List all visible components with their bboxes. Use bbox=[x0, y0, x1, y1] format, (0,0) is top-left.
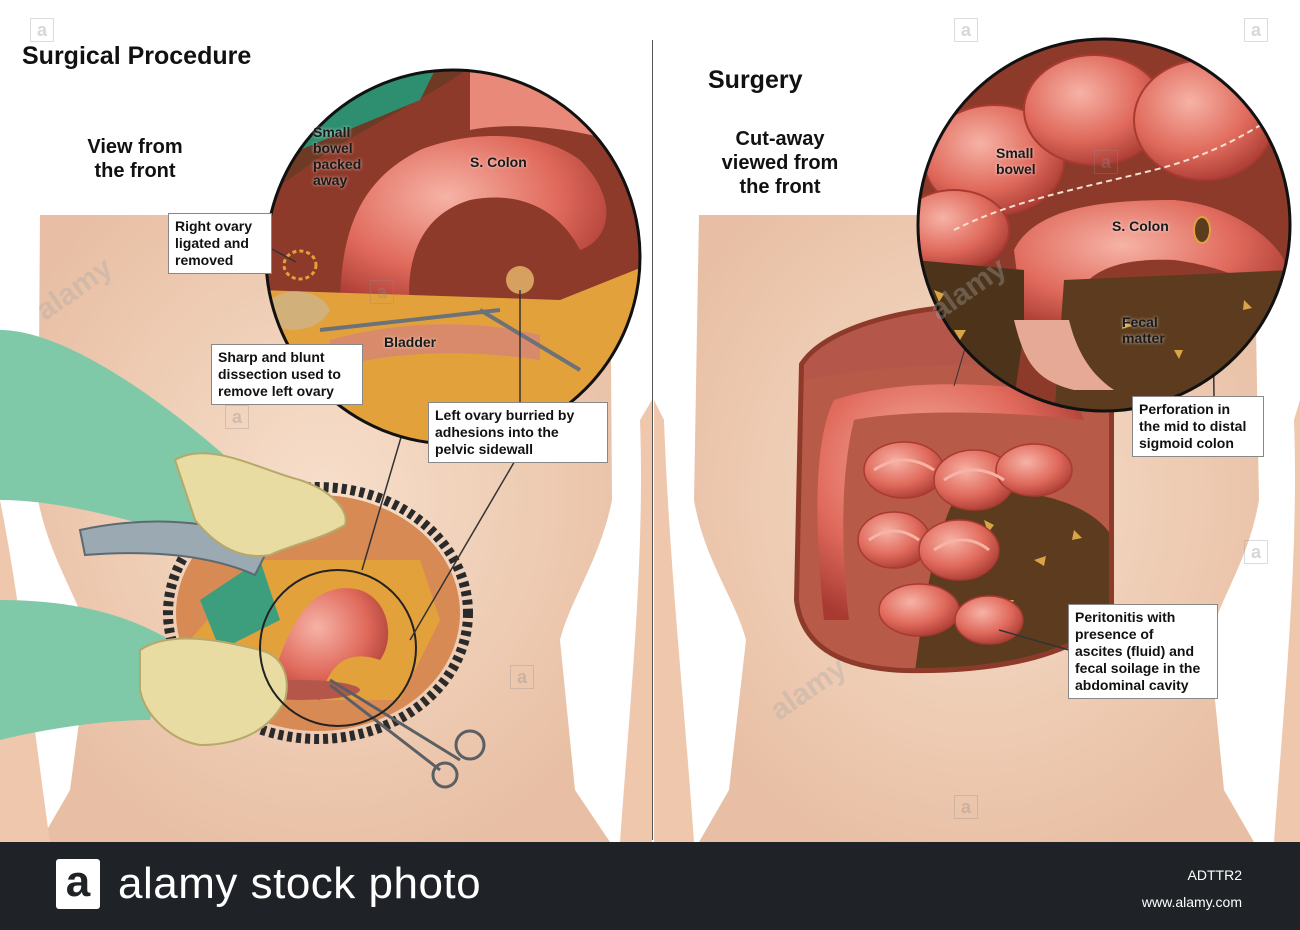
watermark-letter: a bbox=[954, 18, 978, 42]
callout-dissection: Sharp and blunt dissection used to remov… bbox=[211, 344, 363, 405]
zoom-detail-right bbox=[918, 39, 1290, 411]
callout-left-ovary: Left ovary burried by adhesions into the… bbox=[428, 402, 608, 463]
upper-glove bbox=[173, 452, 347, 557]
right-panel-subtitle: Cut-away viewed from the front bbox=[721, 128, 839, 198]
lower-glove bbox=[139, 637, 288, 747]
watermark-letter: a bbox=[954, 795, 978, 819]
panel-divider bbox=[652, 40, 653, 840]
right-panel-title: Surgery bbox=[708, 66, 803, 94]
label-fecal-matter: Fecal matter bbox=[1122, 314, 1165, 346]
surgery-cutaway-illustration bbox=[654, 37, 1300, 842]
left-panel: Surgical Procedure View from the front S… bbox=[0, 0, 652, 842]
image-id: ADTTR2 bbox=[1187, 867, 1242, 883]
watermark-letter: a bbox=[1244, 540, 1268, 564]
left-panel-title: Surgical Procedure bbox=[22, 42, 252, 70]
right-arm bbox=[620, 400, 652, 842]
left-arm bbox=[654, 400, 694, 842]
watermark-letter: a bbox=[30, 18, 54, 42]
label-s-colon-left: S. Colon bbox=[470, 154, 527, 170]
right-panel: Surgery Cut-away viewed from the front S… bbox=[654, 0, 1300, 842]
surgeon-sleeve-lower bbox=[0, 600, 170, 740]
alamy-logo-icon: a bbox=[56, 859, 100, 909]
forceps bbox=[329, 678, 486, 789]
surgical-procedure-illustration bbox=[0, 68, 652, 842]
callout-perforation: Perforation in the mid to distal sigmoid… bbox=[1132, 396, 1264, 457]
watermark-letter: a bbox=[1094, 150, 1118, 174]
right-arm bbox=[1274, 400, 1300, 842]
stock-photo-footer: a alamy stock photo ADTTR2 www.alamy.com bbox=[0, 842, 1300, 930]
site-url: www.alamy.com bbox=[1141, 894, 1242, 910]
watermark-letter: a bbox=[225, 405, 249, 429]
callout-right-ovary: Right ovary ligated and removed bbox=[168, 213, 272, 274]
label-small-bowel-right: Small bowel bbox=[996, 145, 1036, 177]
watermark-letter: a bbox=[370, 280, 394, 304]
surgeon-sleeve-upper bbox=[0, 330, 230, 540]
left-panel-subtitle: View from the front bbox=[87, 136, 183, 182]
watermark-letter: a bbox=[1244, 18, 1268, 42]
label-s-colon-right: S. Colon bbox=[1112, 218, 1169, 234]
callout-peritonitis: Peritonitis with presence of ascites (fl… bbox=[1068, 604, 1218, 699]
label-small-bowel-packed: Small bowel packed away bbox=[313, 124, 362, 188]
label-bladder: Bladder bbox=[384, 334, 437, 350]
watermark-letter: a bbox=[510, 665, 534, 689]
brand-text: alamy stock photo bbox=[118, 859, 482, 908]
